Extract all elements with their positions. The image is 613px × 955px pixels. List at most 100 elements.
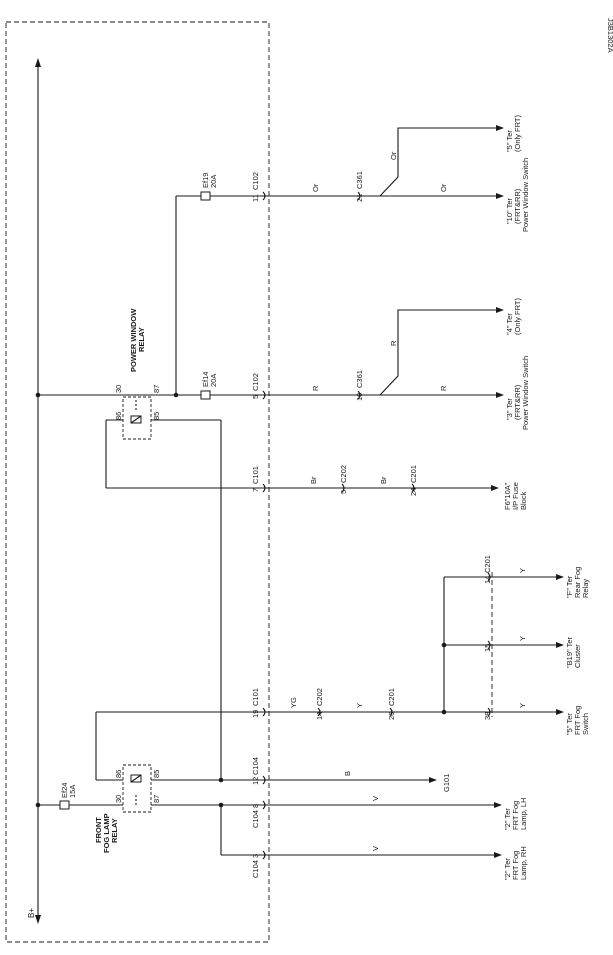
connector-mark [262,850,266,860]
pw-relay-label-2: RELAY [137,327,146,352]
dest-ip-fuse-line1: F6"10A" [503,482,512,510]
dest-pw4-line2: (Only FRT) [513,298,522,335]
dest-switch-line3: Switch [581,713,590,735]
fuse-ef24 [59,800,70,810]
conn-c361-10-pin: 10 [355,393,364,401]
connector-mark [487,640,491,650]
pw-relay-pin86: 86 [114,412,123,420]
front-fog-relay-coil-slash [130,774,142,783]
conn-c201-14-name: C201 [483,555,492,573]
connector-mark [262,775,266,785]
connector-mark [487,572,491,582]
dest-frt-fog-switch: "5" Ter FRT Fog Switch [565,706,590,735]
dest-rear-fog-line2: Rear Fog [573,567,582,598]
dest-pw10-line1: "10" Ter [505,197,514,224]
fuse-ef19-name: Ef19 [201,173,210,188]
supply-label: B+ [27,908,36,918]
bus-arrow-top [35,58,41,67]
conn-c101-7-pin: 7 [251,488,260,492]
arrow-pw-switch-5 [496,125,504,131]
front-fog-relay-pin30: 30 [114,795,123,803]
connector-mark [411,483,415,493]
conn-c104-3-pin: 3 [251,854,260,858]
dest-pw3-line2: (FRT&RR) [513,384,522,420]
dest-rear-fog-line3: Relay [581,579,590,598]
dest-cluster-line2: Cluster [573,644,582,668]
fuse-ef24-rating: 15A [68,785,77,798]
arrow-ground [429,777,437,783]
front-fog-relay-pin85: 85 [152,770,161,778]
conn-c201-26-pin: 26 [387,712,396,720]
wire-or-pw-switch-5 [379,127,500,197]
fuse-ef24-name: Ef24 [60,783,69,798]
dest-ip-fuse-line3: Block [519,491,528,510]
dest-pw10-line2: (FRT&RR) [513,188,522,224]
power-window-relay-coil-slash [130,415,142,424]
conn-c202-14-pin: 14 [315,712,324,720]
dest-pw-switch-3: "3" Ter (FRT&RR) Power Window Switch [505,356,530,430]
dest-cluster-line1: "B19" Ter [565,636,574,668]
dest-rear-fog-relay: "F" Ter Rear Fog Relay [565,567,590,598]
connector-mark [389,707,393,717]
fuse-ef19-rating: 20A [209,175,218,188]
arrow-pw-switch-4 [496,307,504,313]
dest-fog-rh-line1: "2" Ter [503,858,512,880]
wire-color-y-2: Y [518,703,527,708]
conn-c201-38-pin: 38 [483,712,492,720]
conn-c201-24-pin: 24 [409,488,418,496]
arrow-fog-rh [494,852,502,858]
wire-color-v-rh: V [371,846,380,851]
dest-pw3-line1: "3" Ter [505,398,514,420]
conn-c201-14-pin: 14 [483,576,492,584]
pw-relay-pin85: 85 [152,412,161,420]
dest-pw10-line3: Power Window Switch [521,158,530,232]
wire-color-y-1: Y [355,703,364,708]
connector-mark [357,390,361,400]
front-fog-relay-label-3: RELAY [110,818,119,843]
arrow-pw-switch-3 [496,392,504,398]
wire-color-y-3: Y [518,636,527,641]
dest-pw5-line2: (Only FRT) [513,115,522,152]
figure-id: J3B1302A [606,18,613,53]
front-fog-relay-label-1: FRONT [94,817,103,843]
arrow-rear-fog-relay [556,574,564,580]
conn-c101-19-pin: 19 [251,710,260,718]
conn-c104-3-name: C104 [251,860,260,878]
wire-r-pw-switch-4 [379,309,500,396]
fuse-ef14-rating: 20A [209,374,218,387]
dest-fog-lh-line1: "2" Ter [503,808,512,830]
dest-fog-rh-line3: Lamp, RH [519,846,528,880]
conn-c104-12-name: C104 [251,757,260,775]
dest-cluster: "B19" Ter Cluster [565,636,582,668]
connector-mark [317,707,321,717]
front-fog-relay [122,764,152,813]
conn-c361-21-name: C361 [355,171,364,189]
conn-c104-8-pin: 8 [251,804,260,808]
connector-mark [262,800,266,810]
arrow-fog-lh [494,802,502,808]
conn-c361-10-name: C361 [355,370,364,388]
arrow-pw-switch-10 [496,193,504,199]
wire-color-y-4: Y [518,568,527,573]
pw-relay-pin30: 30 [114,385,123,393]
connector-mark [262,483,266,493]
pw-relay-label-1: POWER WINDOW [129,308,138,372]
wire-color-v-lh: V [371,796,380,801]
dest-pw-switch-4: "4" Ter (Only FRT) [505,298,522,335]
conn-c102-5-pin: 5 [251,395,260,399]
connector-mark [262,707,266,717]
conn-c102-5-name: C102 [251,373,260,391]
connector-mark [262,390,266,400]
dest-ip-fuse-block: F6"10A" I/P Fuse Block [503,482,528,510]
conn-c201-15-pin: 15 [483,644,492,652]
conn-c102-11-pin: 11 [251,194,260,202]
dest-switch-line2: FRT Fog [573,706,582,735]
wire-color-r-3: R [439,385,448,391]
fuse-ef14-name: Ef14 [201,372,210,387]
pw-relay-pin87: 87 [152,385,161,393]
dest-fog-lh-line2: FRT Fog [511,801,520,830]
bus-arrow-bottom [35,915,41,924]
dest-ip-fuse-line2: I/P Fuse [511,482,520,510]
